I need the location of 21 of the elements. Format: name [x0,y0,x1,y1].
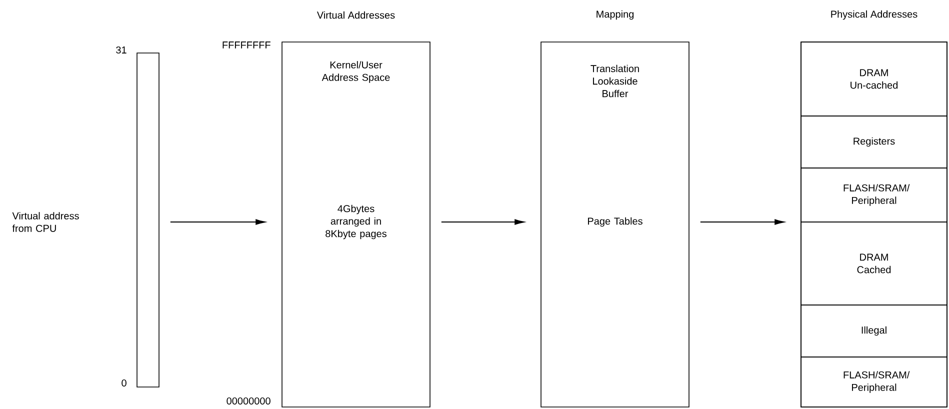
column-heading: Physical Addresses [831,10,918,20]
segment-box: Illegal [800,304,948,358]
segment-box: FLASH/SRAM/ Peripheral [800,168,948,222]
segment-box: FLASH/SRAM/ Peripheral [800,356,948,408]
box-text: 4Gbytes arranged in 8Kbyte pages [326,204,386,240]
column-heading: Mapping [596,10,634,20]
segment-box: DRAM Un-cached [800,42,948,116]
arrow [700,219,784,225]
arrow [170,219,266,225]
address-label: 31 [116,46,126,54]
segment-box: Registers [800,116,948,168]
address-label: 00000000 [226,397,270,405]
box-text: Kernel/User Address Space [322,61,390,83]
note-text: Virtual address from CPU [12,212,79,232]
box-text: Translation Lookaside Buffer [590,64,639,98]
segment-box: DRAM Cached [800,222,948,306]
column-heading: Virtual Addresses [316,11,395,19]
address-label: FFFFFFFF [222,42,270,48]
address-label: 0 [122,379,126,387]
arrow [440,219,524,225]
box-text: Page Tables [588,217,642,227]
